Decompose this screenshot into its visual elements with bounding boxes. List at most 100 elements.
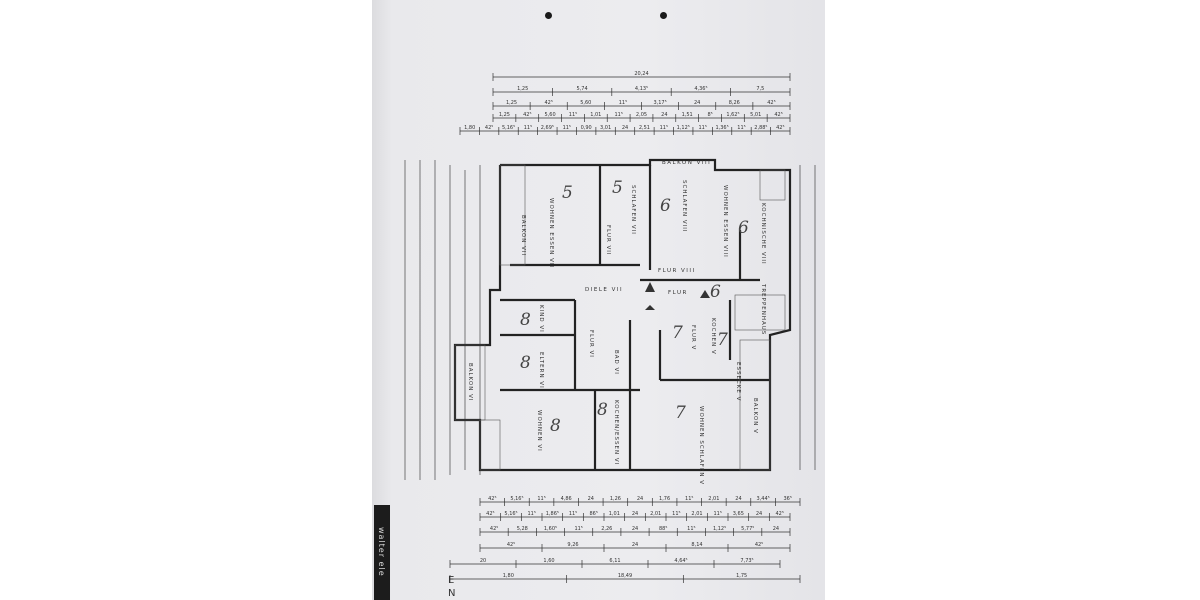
dimension-label: 5,16⁵ bbox=[502, 125, 515, 131]
dimension-label: 5,74 bbox=[577, 86, 588, 92]
room-label: BAD VI bbox=[613, 350, 619, 375]
dimension-label: 8,14 bbox=[691, 542, 702, 548]
handwritten-note: 7 bbox=[675, 403, 686, 423]
handwritten-note: 8 bbox=[520, 353, 531, 373]
dimension-label: 2,01 bbox=[650, 511, 661, 517]
dimension-label: 24 bbox=[632, 542, 638, 548]
handwritten-note: 7 bbox=[717, 330, 728, 350]
punch-hole bbox=[545, 12, 552, 19]
room-label: KOCHEN/ESSEN VI bbox=[613, 400, 619, 466]
dimension-label: 11⁵ bbox=[524, 125, 532, 131]
dimension-label: 42⁵ bbox=[507, 542, 515, 548]
handwritten-note: 6 bbox=[660, 196, 671, 216]
title-strip: walter ele bbox=[374, 505, 390, 600]
dimension-label: 2,01 bbox=[691, 511, 702, 517]
dimension-label: 7,73⁵ bbox=[740, 558, 753, 564]
title-block-letter: N bbox=[448, 588, 456, 599]
dimension-label: 2,51 bbox=[639, 125, 650, 131]
dimension-label: 11⁵ bbox=[698, 125, 706, 131]
dimension-label: 9,26 bbox=[567, 542, 578, 548]
dimension-label: 1,12⁵ bbox=[677, 125, 690, 131]
room-label: FLUR V bbox=[690, 325, 696, 351]
punch-hole bbox=[660, 12, 667, 19]
dimension-label: 42⁵ bbox=[485, 125, 493, 131]
dimension-label: 1,25 bbox=[506, 100, 517, 106]
dimension-label: 5,60 bbox=[580, 100, 591, 106]
dimension-label: 11⁵ bbox=[569, 112, 577, 118]
handwritten-note: 6 bbox=[710, 282, 721, 302]
dimension-label: 42⁵ bbox=[776, 125, 784, 131]
room-label: FLUR VI bbox=[588, 330, 594, 358]
dimension-label: 1,51 bbox=[682, 112, 693, 118]
dimension-label: 5,01 bbox=[750, 112, 761, 118]
dimension-label: 5,60 bbox=[545, 112, 556, 118]
dimension-label: 1,62⁵ bbox=[726, 112, 739, 118]
dimension-label: 2,26 bbox=[601, 526, 612, 532]
dimension-label: 8⁵ bbox=[707, 112, 712, 118]
dimension-label: 11⁵ bbox=[687, 526, 695, 532]
dimension-label: 24 bbox=[632, 511, 638, 517]
dimension-label: 24 bbox=[622, 125, 628, 131]
handwritten-note: 8 bbox=[597, 400, 608, 420]
dimension-label: 11⁵ bbox=[563, 125, 571, 131]
dimension-label: 6,11 bbox=[609, 558, 620, 564]
dimension-label: 24 bbox=[632, 526, 638, 532]
dimension-label: 2,88⁵ bbox=[754, 125, 767, 131]
room-label: WOHNEN SCHLAFEN V bbox=[698, 406, 704, 486]
room-label: DIELE VII bbox=[585, 287, 624, 293]
handwritten-note: 6 bbox=[738, 218, 749, 238]
handwritten-note: 8 bbox=[520, 310, 531, 330]
dimension-label: 8,26 bbox=[729, 100, 740, 106]
dimension-label: 3,44⁵ bbox=[757, 496, 770, 502]
dimension-label: 20 bbox=[480, 558, 486, 564]
stairs-and-balconies bbox=[454, 164, 786, 471]
room-label: TREPPENHAUS bbox=[760, 284, 766, 336]
margin-text: walter ele bbox=[377, 527, 386, 577]
floor-arrows bbox=[645, 282, 710, 310]
dimension-label: 42⁵ bbox=[523, 112, 531, 118]
walls bbox=[453, 158, 792, 472]
dimension-label: 11⁵ bbox=[569, 511, 577, 517]
dimension-label: 20,24 bbox=[634, 71, 648, 77]
dimension-label: 1,25 bbox=[517, 86, 528, 92]
room-label: WOHNEN ESSEN VIII bbox=[722, 185, 728, 258]
dimension-label: 11⁵ bbox=[713, 511, 721, 517]
title-block-letter: E bbox=[448, 575, 455, 586]
dimension-label: 1,26 bbox=[610, 496, 621, 502]
dimension-label: 2,69⁵ bbox=[541, 125, 554, 131]
room-label: WOHNEN ESSEN VII bbox=[548, 198, 554, 269]
handwritten-note: 5 bbox=[562, 183, 573, 203]
handwritten-note: 7 bbox=[672, 323, 683, 343]
room-label: ELTERN VI bbox=[538, 352, 544, 389]
dimension-label: 42⁵ bbox=[755, 542, 763, 548]
dimension-label: 3,65 bbox=[733, 511, 744, 517]
dimension-label: 1,36⁵ bbox=[715, 125, 728, 131]
dimension-label: 24 bbox=[756, 511, 762, 517]
dimension-label: 24 bbox=[735, 496, 741, 502]
dimension-label: 11⁵ bbox=[527, 511, 535, 517]
dimension-label: 11⁵ bbox=[614, 112, 622, 118]
room-label: KOCHEN V bbox=[710, 318, 716, 355]
room-label: SCHLAFEN VII bbox=[630, 185, 636, 235]
dimension-label: 5,77⁵ bbox=[741, 526, 754, 532]
dimension-label: 5,16⁵ bbox=[504, 511, 517, 517]
dimension-label: 42⁵ bbox=[767, 100, 775, 106]
dimension-label: 11⁵ bbox=[574, 526, 582, 532]
dimension-label: 1,60 bbox=[543, 558, 554, 564]
dimension-label: 1,80 bbox=[464, 125, 475, 131]
dimension-label: 1,01 bbox=[609, 511, 620, 517]
dimension-label: 86⁵ bbox=[589, 511, 597, 517]
dimension-label: 0,90 bbox=[581, 125, 592, 131]
dimension-label: 88⁵ bbox=[659, 526, 667, 532]
room-label: BALKON V bbox=[752, 398, 758, 434]
dimension-label: 4,13⁵ bbox=[635, 86, 648, 92]
room-label: BALKON VIII bbox=[662, 160, 712, 166]
dimension-label: 24 bbox=[773, 526, 779, 532]
room-label: BALKON VII bbox=[520, 215, 526, 257]
dimension-label: 11⁵ bbox=[537, 496, 545, 502]
dimension-label: 2,01 bbox=[708, 496, 719, 502]
dimension-label: 3,01 bbox=[600, 125, 611, 131]
dimension-label: 7,5 bbox=[756, 86, 764, 92]
